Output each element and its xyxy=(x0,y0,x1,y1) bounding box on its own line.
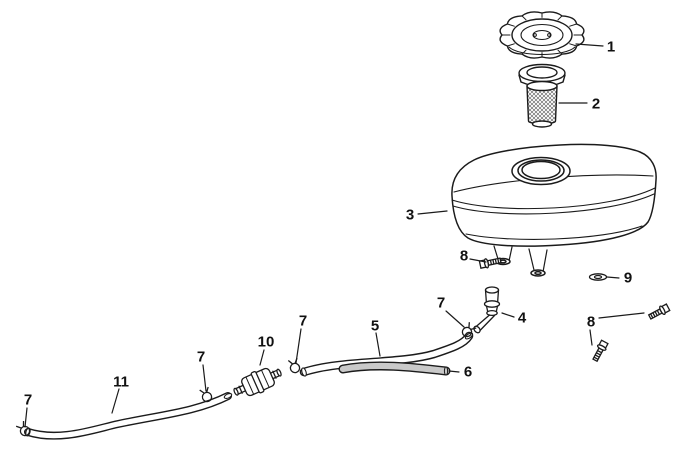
callout-7-hose-end: 7 xyxy=(196,348,206,366)
hose-clip-filter-inlet-drawing xyxy=(287,357,302,375)
callout-5: 5 xyxy=(370,317,380,335)
callout-7-filter-inlet: 7 xyxy=(298,312,308,330)
callout-10: 10 xyxy=(257,333,275,351)
callout-6: 6 xyxy=(463,363,473,381)
callout-1: 1 xyxy=(606,38,616,56)
callout-4: 4 xyxy=(517,309,527,327)
callout-11: 11 xyxy=(113,373,129,391)
callout-8-left: 8 xyxy=(459,247,469,265)
callout-7-left-end: 7 xyxy=(23,391,33,409)
inline-fuel-filter-drawing xyxy=(233,367,282,397)
washer-drawing xyxy=(588,273,608,281)
callout-2: 2 xyxy=(591,95,601,113)
fuel-joint-drawing xyxy=(473,286,501,334)
flange-bolt-left-drawing xyxy=(478,255,503,270)
callout-3: 3 xyxy=(405,206,415,224)
callout-9: 9 xyxy=(623,269,633,287)
hose-tube-drawing xyxy=(338,361,451,376)
callout-7-valve: 7 xyxy=(436,294,446,312)
callout-8-right: 8 xyxy=(586,313,596,331)
flange-bolt-right-upper-drawing xyxy=(646,302,671,322)
long-hose-drawing xyxy=(24,392,233,440)
fuel-tank-drawing xyxy=(451,143,657,277)
fuel-strainer-drawing xyxy=(518,63,566,128)
leader-lines xyxy=(24,43,645,428)
flange-bolt-right-lower-drawing xyxy=(590,339,610,364)
fuel-hose-drawing xyxy=(299,331,474,377)
fuel-cap-drawing xyxy=(499,11,585,59)
